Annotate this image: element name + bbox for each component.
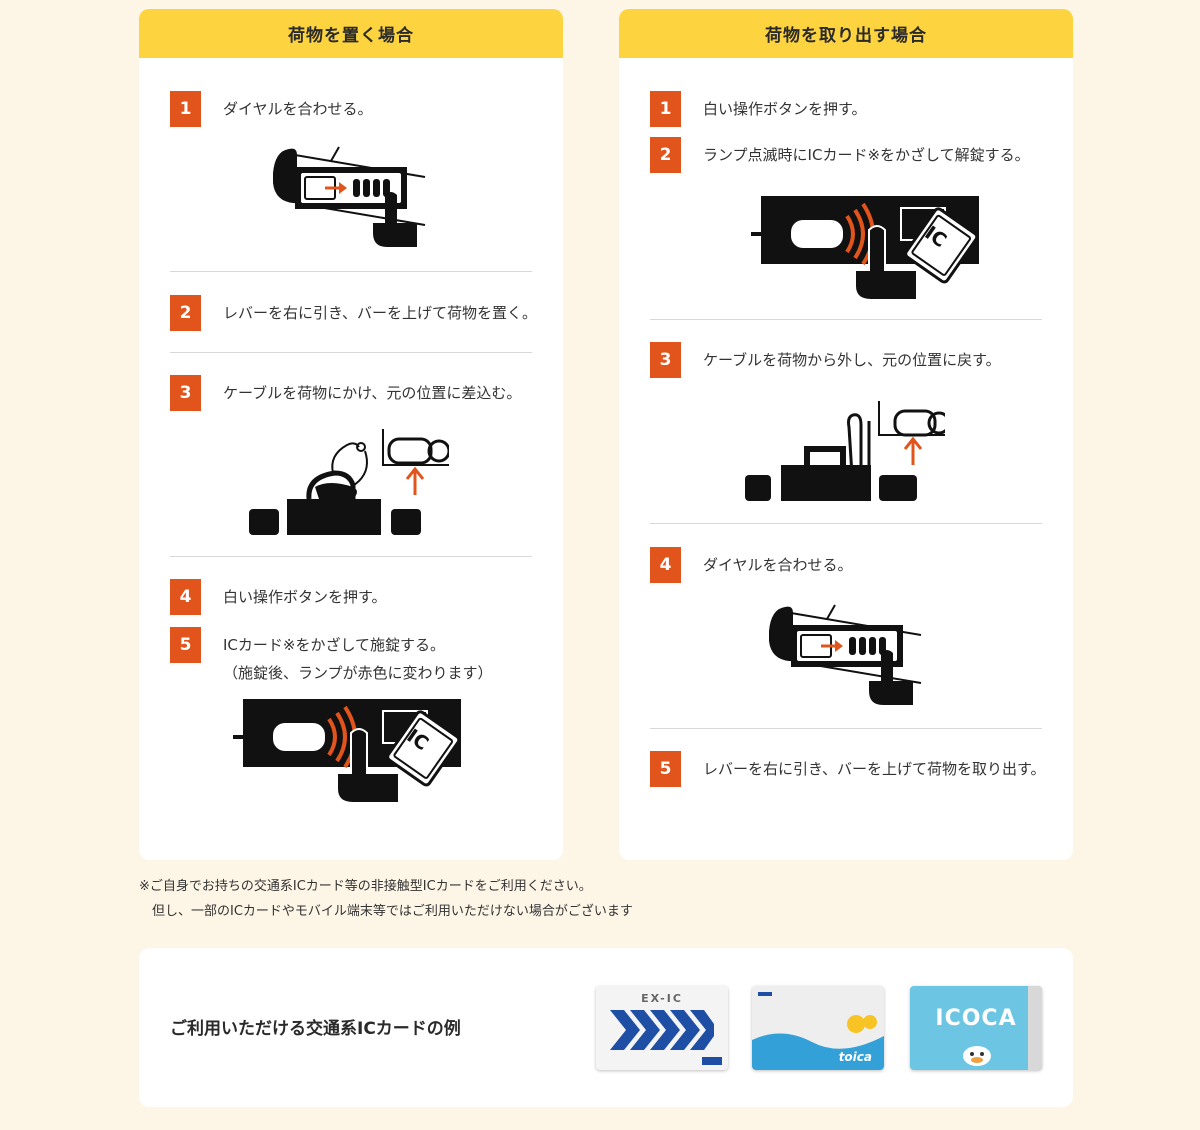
step-text: ダイヤルを合わせる。: [223, 100, 373, 118]
retrieve-panel: 荷物を取り出す場合 1 白い操作ボタンを押す。 2 ランプ点滅時にICカード※を…: [619, 9, 1073, 860]
platypus-icon: [963, 1046, 991, 1066]
cards-title: ご利用いただける交通系ICカードの例: [170, 1019, 461, 1039]
step-number: 2: [170, 295, 201, 331]
step-number: 3: [650, 342, 681, 378]
retrieve-step-1: 1 白い操作ボタンを押す。: [650, 91, 867, 127]
step-text: 白い操作ボタンを押す。: [703, 100, 867, 118]
step-number: 5: [650, 751, 681, 787]
step-number: 1: [650, 91, 681, 127]
ic-press-illustration-icon: IC: [233, 699, 473, 809]
place-panel: 荷物を置く場合 1 ダイヤルを合わせる。 2 レバーを右に引き、バーを上げて荷物…: [139, 9, 563, 860]
step-number: 4: [650, 547, 681, 583]
divider: [170, 271, 532, 272]
step-number: 4: [170, 579, 201, 615]
chevrons-icon: [610, 1010, 714, 1050]
place-step-2: 2 レバーを右に引き、バーを上げて荷物を置く。: [170, 295, 537, 331]
cable-insert-illustration-icon: [249, 425, 449, 535]
place-step-3: 3 ケーブルを荷物にかけ、元の位置に差込む。: [170, 375, 521, 411]
step-text: ケーブルを荷物にかけ、元の位置に差込む。: [223, 384, 522, 402]
wave-icon: [752, 992, 884, 1070]
retrieve-panel-title: 荷物を取り出す場合: [619, 9, 1073, 58]
exic-card: EX-IC: [596, 986, 728, 1070]
divider: [650, 728, 1042, 729]
step-text: 白い操作ボタンを押す。: [223, 588, 387, 606]
step-text: レバーを右に引き、バーを上げて荷物を取り出す。: [703, 760, 1046, 778]
retrieve-step-2: 2 ランプ点滅時にICカード※をかざして解錠する。: [650, 137, 1030, 173]
place-step-4: 4 白い操作ボタンを押す。: [170, 579, 387, 615]
step-number: 1: [170, 91, 201, 127]
step-text-line: （施錠後、ランプが赤色に変わります）: [223, 664, 493, 682]
dial-illustration-icon: [765, 601, 925, 711]
note-line: 但し、一部のICカードやモバイル端末等ではご利用いただけない場合がございます: [139, 904, 633, 919]
divider: [170, 352, 532, 353]
cable-remove-illustration-icon: [745, 401, 945, 511]
place-step-1: 1 ダイヤルを合わせる。: [170, 91, 373, 127]
retrieve-step-5: 5 レバーを右に引き、バーを上げて荷物を取り出す。: [650, 751, 1045, 787]
step-text: レバーを右に引き、バーを上げて荷物を置く。: [223, 304, 537, 322]
step-number: 2: [650, 137, 681, 173]
icoca-card-label: ICOCA: [935, 1006, 1017, 1031]
dial-illustration-icon: [269, 143, 429, 253]
retrieve-step-3: 3 ケーブルを荷物から外し、元の位置に戻す。: [650, 342, 1001, 378]
step-text-line: ICカード※をかざして施錠する。: [223, 636, 446, 654]
note-line: ※ご自身でお持ちの交通系ICカード等の非接触型ICカードをご利用ください。: [139, 879, 592, 894]
toica-card-label: toica: [838, 1050, 872, 1064]
step-text: ランプ点滅時にICカード※をかざして解錠する。: [703, 146, 1030, 164]
divider: [170, 556, 532, 557]
retrieve-step-4: 4 ダイヤルを合わせる。: [650, 547, 853, 583]
place-step-5: 5 ICカード※をかざして施錠する。 （施錠後、ランプが赤色に変わります）: [170, 627, 493, 687]
card-edge: [1028, 986, 1042, 1070]
step-text: ICカード※をかざして施錠する。 （施錠後、ランプが赤色に変わります）: [223, 631, 493, 687]
divider: [650, 319, 1042, 320]
step-number: 5: [170, 627, 201, 663]
exic-card-label: EX-IC: [641, 992, 683, 1005]
step-text: ダイヤルを合わせる。: [703, 556, 853, 574]
ic-press-illustration-icon: IC: [751, 196, 991, 306]
icoca-card: ICOCA: [910, 986, 1042, 1070]
ic-card-note: ※ご自身でお持ちの交通系ICカード等の非接触型ICカードをご利用ください。 但し…: [139, 874, 633, 924]
ic-cards-panel: ご利用いただける交通系ICカードの例 EX-IC toica ICOCA: [139, 948, 1073, 1107]
exic-badge-icon: [702, 1057, 722, 1065]
place-panel-title: 荷物を置く場合: [139, 9, 563, 58]
divider: [650, 523, 1042, 524]
step-number: 3: [170, 375, 201, 411]
step-text: ケーブルを荷物から外し、元の位置に戻す。: [703, 351, 1001, 369]
toica-card: toica: [752, 986, 884, 1070]
